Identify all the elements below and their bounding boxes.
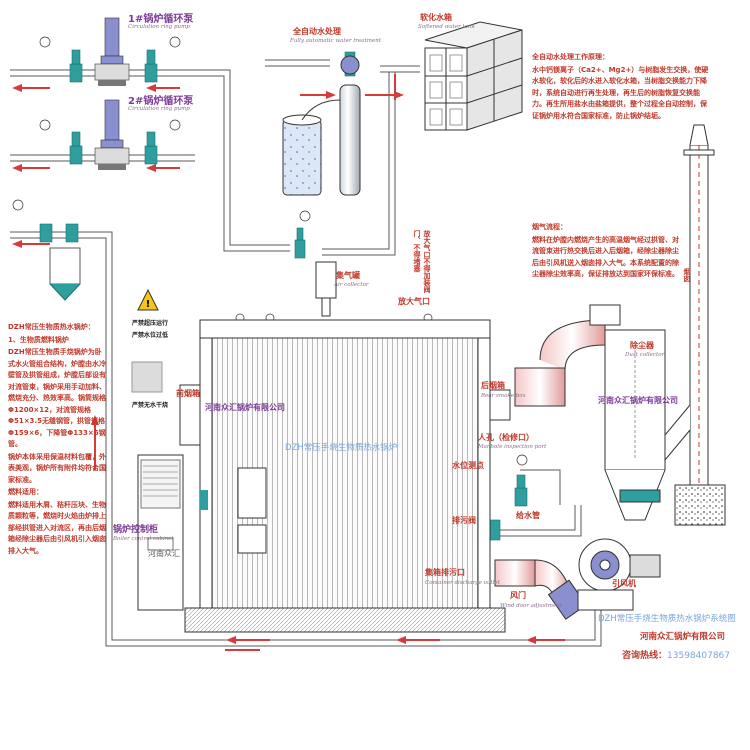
air-collector-label-en: Air collector [334,282,369,288]
drain-valve-label: 排污阀 [452,516,476,525]
left-description: DZH常压生物质热水锅炉： 1、生物质燃料锅炉 DZH常压生物质手烧锅炉为卧式水… [8,322,108,558]
pump-2 [94,99,130,170]
inspection-port-label: 人孔（检修口） [478,433,534,442]
rear-smoke-box-label: 后烟箱 [481,381,505,390]
flue-gas-title: 烟气流程： [532,223,567,231]
warning-line-2: 严禁水位过低 [132,332,169,339]
soft-water-tank-label: 软化水箱 [420,13,452,22]
left-description-item2: DZH常压生物质手烧锅炉为卧式水火管组合结构，炉膛由水冷壁管及拱管组成，炉膛后部… [8,348,106,448]
air-collector [315,261,337,317]
footer-title: DZH常压手烧生物质热水锅炉系统图 [598,614,736,624]
warning-sign: ! [131,288,163,393]
water-treatment-description: 全自动水处理工作原理： 水中钙镁离子（Ca2+、Mg2+）与树脂发生交换，使硬水… [532,52,710,123]
collector-discharge-label: 集箱排污口 [425,568,465,577]
collector-discharge-label-en: Container discharge outlet [425,580,500,586]
left-description-item3: 锅炉本体采用保温材料包覆，外表美观，锅炉所有附件均符合国家标准。 [8,452,106,484]
valves [39,49,528,541]
inspection-port-label-en: Manhole inspection port [478,444,547,450]
soft-water-tank-label-en: Softened water tank [418,24,475,30]
air-collector-label: 集气罐 [336,271,360,280]
feed-pipe-elbow [494,559,587,620]
control-cabinet [137,454,184,611]
left-description-fuel-title: 燃料适用： [8,488,43,496]
warning-line-1: 严禁超压运行 [132,320,169,327]
induced-fan-label: 引风机 [612,579,636,588]
softened-water-tank [424,21,523,131]
water-treatment-description-text: 水中钙镁离子（Ca2+、Mg2+）与树脂发生交换，使硬水软化，软化后的水进入软化… [532,65,709,120]
air-door-label-en: Wind door adjustment [500,603,562,609]
flue-gas-description: 烟气流程： 燃料在炉膛内燃烧产生的高温烟气经过拱管、对流管束进行热交换后进入后烟… [532,222,682,282]
left-description-item1: 1、生物质燃料锅炉 [8,335,69,344]
boiler-body [179,319,511,633]
vent-label: 放大气口 [398,297,430,306]
dust-collector-label: 除尘器 [630,341,654,350]
water-treatment-description-title: 全自动水处理工作原理： [532,53,609,61]
dust-collector-label-en: Dust collector [625,352,665,358]
pump-1 [94,17,130,86]
water-level-label: 水位测点 [452,461,484,470]
rear-smoke-box-label-en: Rear smoke box [481,393,526,399]
boiler-company: 河南众汇锅炉有限公司 [205,403,285,412]
control-cabinet-label-en: Boiler control cabinet [113,536,174,542]
air-door-label: 风门 [510,591,526,600]
pump-2-label: 2#锅炉循环泵 [128,96,194,107]
footer-company: 河南众汇锅炉有限公司 [640,632,726,642]
footer-tel-label: 咨询热线： [622,651,668,661]
induced-fan [577,538,661,611]
warning-line-3: 严禁无水干烧 [132,402,169,409]
footer-tel: 咨询热线：13598407867 [622,648,730,661]
fan-company: 河南众汇锅炉有限公司 [598,396,678,405]
chimney-label: 烟囱 [683,268,691,282]
left-description-item4: 燃料适用木屑、秸秆压块、生物质颗粒等，燃烧时火焰由炉排上部经拱管进入对流区，再由… [8,500,106,555]
svg-text:!: ! [146,299,151,310]
footer-tel-number: 13598407867 [667,651,731,661]
pump-1-label: 1#锅炉循环泵 [128,14,194,25]
gauges [12,36,556,466]
feed-water-label: 给水管 [516,511,540,520]
water-softener [282,55,361,196]
left-description-title: DZH常压生物质热水锅炉： [8,323,95,331]
strainer [49,247,81,301]
boiler-body-label: DZH常压手烧生物质热水锅炉 [285,443,398,453]
flow-arrows [12,74,565,651]
water-treatment-label-en: Fully automatic water treatment [290,38,382,44]
flue-gas-text: 燃料在炉膛内燃烧产生的高温烟气经过拱管、对流管束进行热交换后进入后烟箱，经除尘器… [532,235,679,279]
cabinet-brand: 河南众汇 [148,549,180,558]
pump-1-label-en: Circulation ring pump [128,24,190,30]
pump-2-label-en: Circulation ring pump [128,106,190,112]
front-smoke-label: 前烟箱 [176,389,200,398]
vent-note: 放大气口不得加装阀门、不得堵塞 [413,230,431,293]
dust-collector [514,304,666,521]
water-treatment-label: 全自动水处理 [293,27,341,36]
control-cabinet-label: 锅炉控制柜 [113,525,159,535]
chimney [664,124,726,526]
